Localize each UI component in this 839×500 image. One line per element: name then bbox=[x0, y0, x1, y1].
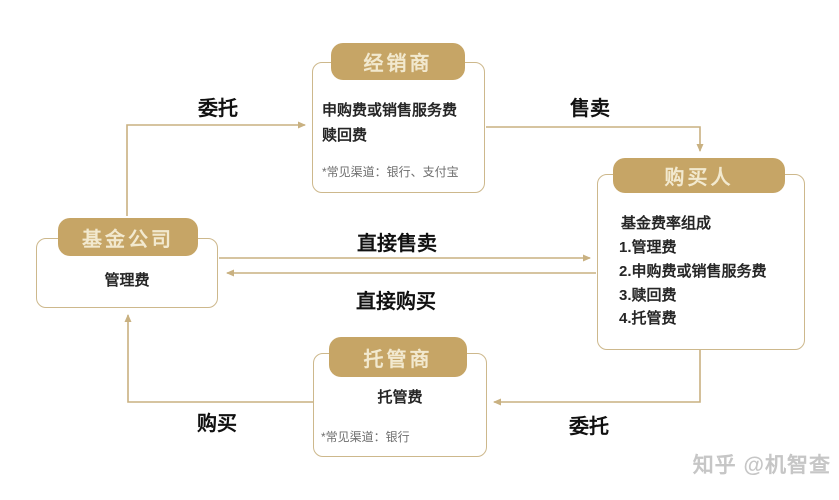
dealer-node-title: 经销商 bbox=[331, 43, 465, 80]
custodian-note: *常见渠道：银行 bbox=[321, 430, 410, 444]
edge-label-buy: 购买 bbox=[197, 413, 237, 435]
edge-label-sell: 售卖 bbox=[570, 98, 610, 120]
dealer-fee-line-2: 赎回费 bbox=[322, 127, 368, 144]
custodian-fee: 托管费 bbox=[377, 389, 423, 406]
dealer-note: *常见渠道：银行、支付宝 bbox=[322, 165, 459, 179]
buyer-node bbox=[597, 174, 805, 350]
buyer-fee-item-3: 3.赎回费 bbox=[619, 287, 677, 304]
fund-company-node-title: 基金公司 bbox=[58, 218, 198, 256]
edge-label-entrust-top: 委托 bbox=[198, 98, 238, 120]
buyer-subtitle: 基金费率组成 bbox=[621, 215, 712, 232]
edge-label-direct-sell: 直接售卖 bbox=[357, 233, 437, 255]
edge-label-direct-buy: 直接购买 bbox=[356, 291, 436, 313]
dealer-fee-line-1: 申购费或销售服务费 bbox=[322, 102, 458, 119]
buyer-fee-item-1: 1.管理费 bbox=[619, 239, 677, 256]
custodian-node-title: 托管商 bbox=[329, 337, 467, 377]
edge-label-entrust-bottom: 委托 bbox=[569, 416, 609, 438]
edge-buy-line bbox=[124, 314, 313, 403]
dealer-node bbox=[312, 62, 485, 193]
edge-sell-line bbox=[486, 126, 704, 152]
buyer-fee-item-2: 2.申购费或销售服务费 bbox=[619, 263, 767, 280]
edge-entrust-top-line bbox=[126, 121, 306, 216]
zhihu-watermark: 知乎 @机智查 bbox=[692, 454, 831, 477]
buyer-node-title: 购买人 bbox=[613, 158, 785, 193]
buyer-fee-item-4: 4.托管费 bbox=[619, 310, 677, 327]
edge-entrust-bottom-line bbox=[493, 350, 701, 406]
fund-company-fee: 管理费 bbox=[104, 272, 150, 289]
